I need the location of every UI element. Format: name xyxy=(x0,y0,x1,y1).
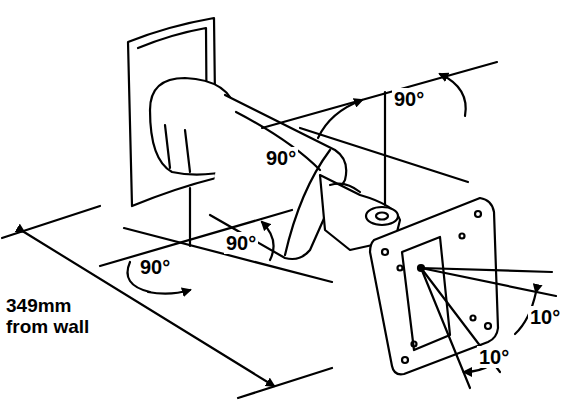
angle-label: 10° xyxy=(528,306,562,328)
dimension-label: 349mm from wall xyxy=(4,296,100,338)
angle-label: 10° xyxy=(477,346,511,368)
angle-label: 90° xyxy=(264,147,298,169)
angle-label: 90° xyxy=(138,256,172,278)
angle-label: 90° xyxy=(224,232,258,254)
angle-label: 90° xyxy=(392,88,426,110)
